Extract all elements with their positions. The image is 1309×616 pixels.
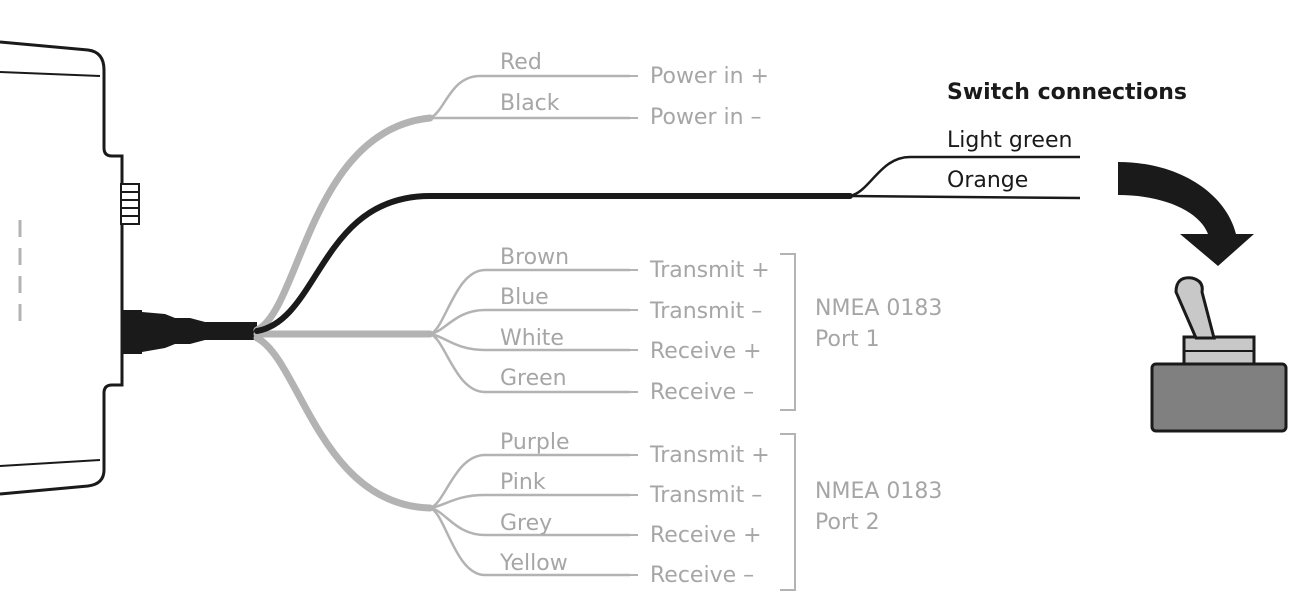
wire-label-red: Red xyxy=(500,50,542,75)
function-label-p2-transmit-minus: Transmit – xyxy=(649,483,762,508)
toggle-switch-icon xyxy=(1150,276,1288,433)
function-label-p2-receive-minus: Receive – xyxy=(650,563,754,588)
port1-label-line1: NMEA 0183 xyxy=(815,296,942,321)
antenna-connector-icon xyxy=(120,183,140,225)
function-label-p1-receive-plus: Receive + xyxy=(650,339,762,364)
function-label-p1-transmit-plus: Transmit + xyxy=(649,258,770,283)
wire-label-blue: Blue xyxy=(500,285,549,310)
function-label-power-minus: Power in – xyxy=(650,105,762,130)
function-dashes xyxy=(630,75,638,576)
switch-fanout xyxy=(849,155,1081,200)
switch-connections-title: Switch connections xyxy=(947,80,1187,105)
power-fanout xyxy=(429,74,630,120)
function-label-p2-receive-plus: Receive + xyxy=(650,523,762,548)
port1-fanout xyxy=(429,268,630,394)
port2-fanout xyxy=(429,453,630,577)
power-connector xyxy=(122,310,257,354)
cable-bundles xyxy=(253,114,853,512)
function-label-p2-transmit-plus: Transmit + xyxy=(649,443,770,468)
switch-cable xyxy=(254,193,853,334)
port2-label-line1: NMEA 0183 xyxy=(815,479,942,504)
wire-label-pink: Pink xyxy=(500,470,546,495)
wire-label-yellow: Yellow xyxy=(499,551,568,576)
function-label-p1-transmit-minus: Transmit – xyxy=(649,299,762,324)
wire-label-purple: Purple xyxy=(500,430,569,455)
port2-label-line2: Port 2 xyxy=(815,510,880,535)
wire-label-black: Black xyxy=(500,91,560,116)
port2-bracket xyxy=(780,433,796,591)
curved-arrow-down-icon xyxy=(1118,162,1254,266)
wire-label-light-green: Light green xyxy=(947,128,1072,153)
port1-label-line2: Port 1 xyxy=(815,327,880,352)
power-cable xyxy=(253,114,434,334)
port1-bracket xyxy=(780,253,796,411)
wire-label-green: Green xyxy=(500,366,567,391)
device-housing xyxy=(0,40,140,496)
function-label-p1-receive-minus: Receive – xyxy=(650,380,754,405)
wire-label-grey: Grey xyxy=(500,511,552,536)
wire-label-orange: Orange xyxy=(947,168,1028,193)
wire-label-brown: Brown xyxy=(500,245,569,270)
port2-cable xyxy=(253,334,434,512)
wire-label-white: White xyxy=(500,326,564,351)
function-label-power-plus: Power in + xyxy=(650,64,769,89)
